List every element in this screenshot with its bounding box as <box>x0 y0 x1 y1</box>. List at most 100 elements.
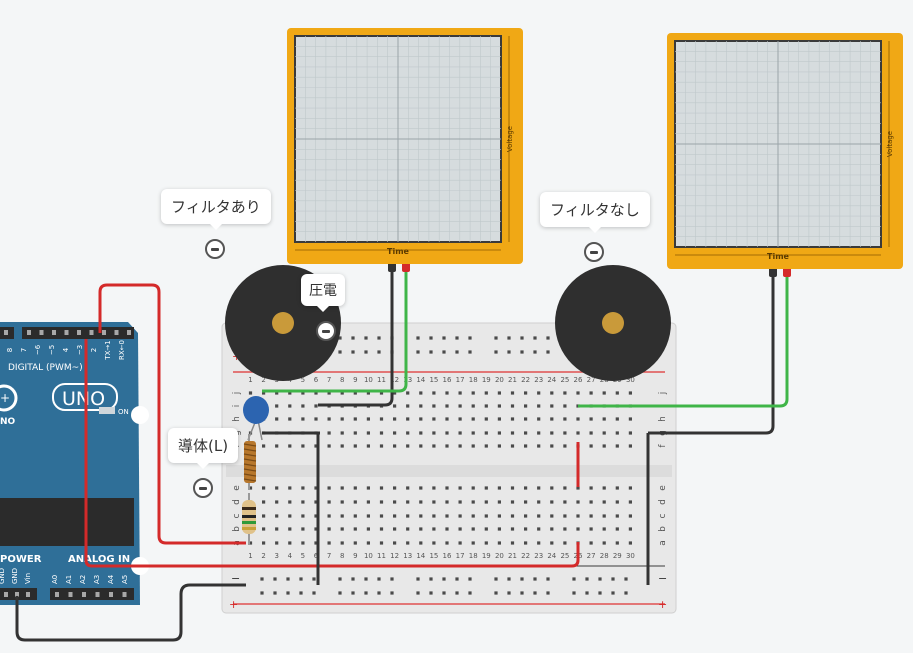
voltage-axis-label: Voltage <box>506 126 514 152</box>
bb-col-number: 2 <box>261 376 265 384</box>
bb-col-number: 13 <box>403 376 412 384</box>
bb-col-number: 10 <box>364 376 373 384</box>
analog-pin-label: A0 <box>51 575 59 584</box>
note-filter-on[interactable]: フィルタあり <box>161 189 271 230</box>
note-conductor[interactable]: 導体(L) <box>168 428 239 469</box>
probe-terminal[interactable] <box>783 267 791 277</box>
bb-col-number: 25 <box>560 552 569 560</box>
bb-row-letter: i <box>232 405 242 408</box>
piezo-buzzer-right[interactable] <box>555 265 671 381</box>
note-conductor-collapse-icon[interactable] <box>193 478 213 498</box>
bb-row-letter: f <box>658 444 668 448</box>
power-pin-label: GND <box>0 568 6 584</box>
bb-col-number: 4 <box>288 552 293 560</box>
time-axis-label: Time <box>767 252 790 261</box>
bb-row-letter: h <box>232 416 242 422</box>
digital-pin-label: 2 <box>90 348 98 352</box>
digital-pin-label: ~6 <box>34 344 42 355</box>
bb-col-number: 21 <box>508 376 517 384</box>
bb-row-letter: e <box>658 485 668 491</box>
analog-pin-label: A2 <box>79 575 87 584</box>
bb-row-letter: b <box>658 526 668 532</box>
bb-col-number: 10 <box>364 552 373 560</box>
bb-col-number: 20 <box>495 376 504 384</box>
digital-pin-label: 7 <box>20 348 28 352</box>
bb-col-number: 5 <box>301 552 305 560</box>
bb-col-number: 28 <box>600 552 609 560</box>
bb-col-number: 18 <box>469 552 478 560</box>
wire-black-gnd <box>15 583 246 642</box>
wires[interactable] <box>15 262 791 642</box>
resistor[interactable] <box>242 493 256 545</box>
svg-text:NO: NO <box>0 417 16 427</box>
note-piezo[interactable]: 圧電 <box>301 274 345 312</box>
bb-col-number: 30 <box>626 552 635 560</box>
analog-pin-label: A3 <box>93 575 101 584</box>
digital-pin-label: ~3 <box>76 345 84 355</box>
bb-plus-bottom: + <box>229 598 238 611</box>
bb-row-letter: e <box>232 485 242 491</box>
bb-col-number: 13 <box>403 552 412 560</box>
probe-terminal[interactable] <box>769 267 777 277</box>
digital-pwm-label: DIGITAL (PWM~) <box>8 363 83 373</box>
bb-col-number: 24 <box>547 376 556 384</box>
digital-pin-label: TX→1 <box>104 340 112 360</box>
digital-pin-label: 8 <box>6 348 14 352</box>
bb-row-letter: d <box>232 499 242 505</box>
bb-col-number: 12 <box>390 376 399 384</box>
svg-text:+: + <box>0 391 10 405</box>
capacitor[interactable] <box>243 396 269 441</box>
bb-col-number: 29 <box>613 552 622 560</box>
atmega-chip <box>0 498 134 546</box>
bb-col-number: 23 <box>534 552 543 560</box>
bb-col-number: 11 <box>377 376 386 384</box>
probe-terminal[interactable] <box>402 262 410 272</box>
probe-terminal[interactable] <box>388 262 396 272</box>
bb-col-number: 19 <box>482 552 491 560</box>
bb-col-number: 22 <box>521 376 530 384</box>
bb-row-letter: j <box>232 392 242 396</box>
bb-col-number: 26 <box>574 376 583 384</box>
breadboard[interactable]: + + − − + 112233445566778899101011111212… <box>221 322 677 614</box>
bb-col-number: 27 <box>587 552 596 560</box>
bb-col-number: 17 <box>456 552 465 560</box>
bb-col-number: 16 <box>443 552 452 560</box>
note-filter-off[interactable]: フィルタなし <box>540 192 650 233</box>
bb-row-letter: h <box>658 416 668 422</box>
bb-col-number: 1 <box>248 376 252 384</box>
analog-in-label: ANALOG IN <box>68 554 130 565</box>
bb-col-number: 9 <box>353 552 357 560</box>
note-filter-off-collapse-icon[interactable] <box>584 242 604 262</box>
bb-col-number: 16 <box>443 376 452 384</box>
bb-row-letter: c <box>658 513 668 518</box>
note-piezo-collapse-icon[interactable] <box>316 321 336 341</box>
on-led-label: ON <box>118 408 129 416</box>
bb-row-letter: a <box>658 540 668 546</box>
wire-black-scope2 <box>648 275 775 435</box>
bb-col-number: 9 <box>353 376 357 384</box>
bb-row-letter: d <box>658 499 668 505</box>
bb-col-number: 12 <box>390 552 399 560</box>
bb-col-number: 14 <box>416 376 425 384</box>
bb-col-number: 14 <box>416 552 425 560</box>
note-filter-on-collapse-icon[interactable] <box>205 239 225 259</box>
bb-col-number: 6 <box>314 376 319 384</box>
bb-minus-right: − <box>658 572 667 585</box>
bb-col-number: 21 <box>508 552 517 560</box>
bb-minus-bottom: − <box>231 572 240 585</box>
digital-pin-label: ~5 <box>48 345 56 355</box>
wire-red-pin2-to-breadboard <box>98 283 246 545</box>
inductor[interactable] <box>243 434 257 490</box>
bb-col-number: 3 <box>274 552 278 560</box>
bb-col-number: 24 <box>547 552 556 560</box>
bb-plus-right: + <box>658 598 667 611</box>
bb-col-number: 8 <box>340 552 344 560</box>
analog-pin-label: A1 <box>65 575 73 584</box>
power-pin-label: Vin <box>24 573 32 584</box>
bb-col-number: 30 <box>626 376 635 384</box>
bb-col-number: 1 <box>248 552 252 560</box>
